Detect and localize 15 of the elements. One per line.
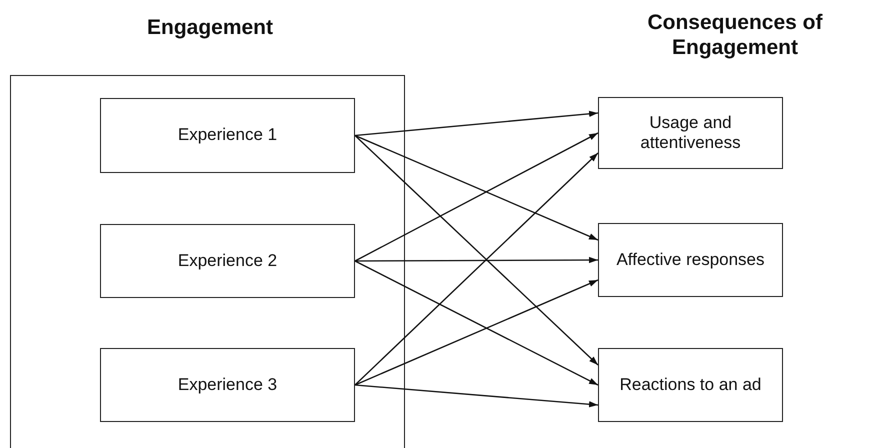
arrow — [355, 256, 598, 264]
arrow — [354, 384, 598, 408]
process-box: Experience 2 — [100, 224, 355, 298]
process-box: Reactions to an ad — [598, 348, 783, 422]
group-heading: Engagement — [146, 15, 274, 40]
process-box: Usage and attentiveness — [598, 97, 783, 169]
arrow — [354, 132, 598, 262]
process-box: Affective responses — [598, 223, 783, 297]
process-box: Experience 1 — [100, 98, 355, 173]
column-heading: Consequences of Engagement — [646, 10, 824, 60]
arrow — [354, 279, 598, 386]
arrow — [354, 110, 598, 136]
arrow — [354, 260, 598, 386]
arrow — [354, 134, 598, 241]
process-box: Experience 3 — [100, 348, 355, 422]
